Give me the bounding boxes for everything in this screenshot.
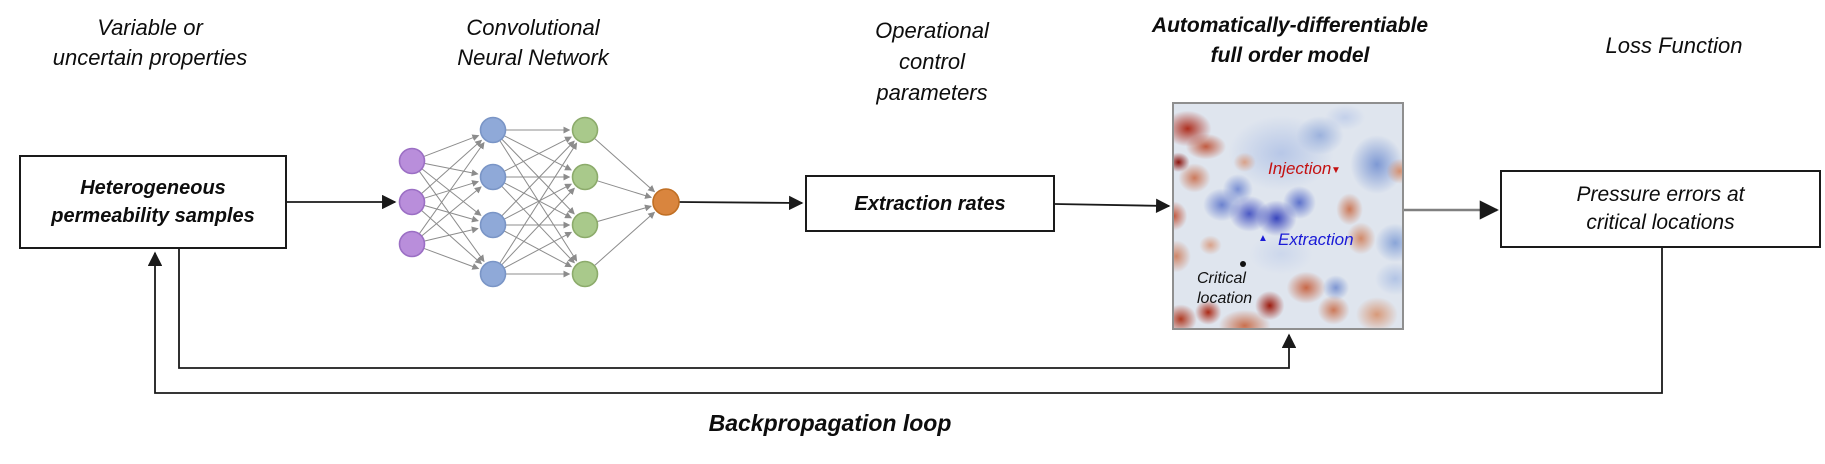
extraction-label: Extraction	[1278, 230, 1354, 249]
nn-edge	[418, 170, 485, 263]
pressure-errors-box: Pressure errors at critical locations	[1500, 170, 1821, 248]
extraction-well-icon: ▲	[1258, 233, 1268, 244]
nn-edge	[424, 162, 479, 177]
nn-node-hidden-layer-1	[479, 260, 507, 288]
injection-well-icon: ▼	[1331, 165, 1341, 176]
nn-edge	[503, 182, 573, 219]
inputs-title: Variable or uncertain properties	[52, 15, 248, 70]
nn-edge	[421, 186, 482, 237]
arrow-extraction-rates-to-fom	[1054, 198, 1171, 213]
extraction-rates-box: Extraction rates	[805, 175, 1055, 232]
nn-edge	[503, 183, 573, 220]
controls-title: Operational control parameters	[875, 18, 989, 105]
nn-node-output-layer	[652, 188, 680, 216]
nn-edge	[501, 187, 575, 266]
nn-edge	[421, 168, 482, 216]
nn-node-hidden-layer-2	[571, 211, 599, 239]
nn-edge	[423, 247, 480, 270]
nn-edge	[596, 180, 653, 199]
nn-edge	[501, 138, 575, 215]
nn-edge	[594, 137, 656, 193]
nn-edge	[503, 135, 572, 171]
nn-edge	[501, 185, 575, 264]
nn-edge	[423, 180, 480, 199]
nn-edge	[503, 230, 573, 268]
nn-edge	[499, 142, 578, 264]
nn-edge	[596, 204, 652, 223]
nn-node-hidden-layer-2	[571, 163, 599, 191]
critical-location-dot-icon	[1240, 261, 1246, 267]
cnn-title: Convolutional Neural Network	[457, 15, 609, 70]
nn-node-hidden-layer-2	[571, 260, 599, 288]
nn-node-input-layer	[398, 147, 426, 175]
critical-location-label: Critical location	[1197, 270, 1253, 307]
injection-label: Injection	[1268, 159, 1332, 178]
backpropagation-loop-label: Backpropagation loop	[708, 410, 952, 436]
nn-edge	[503, 231, 573, 269]
neural-network-graphic	[398, 116, 680, 288]
nn-node-input-layer	[398, 188, 426, 216]
nn-node-input-layer	[398, 230, 426, 258]
arrow-permeability-to-fom-loop	[178, 249, 1297, 369]
nn-edge	[418, 141, 485, 235]
pressure-field-heatmap: Injection ▼ Extraction ▲ Critical locati…	[1172, 102, 1404, 330]
nn-edge	[421, 209, 483, 265]
permeability-samples-box: Heterogeneous permeability samples	[19, 155, 287, 249]
nn-edge	[501, 140, 575, 217]
nn-node-hidden-layer-1	[479, 116, 507, 144]
nn-edge	[424, 226, 479, 242]
nn-node-hidden-layer-1	[479, 163, 507, 191]
nn-edge	[594, 211, 656, 267]
nn-edge	[423, 134, 480, 157]
nn-edge	[421, 139, 483, 195]
nn-node-hidden-layer-1	[479, 211, 507, 239]
nn-edge	[423, 204, 479, 223]
loss-title: Loss Function	[1605, 33, 1743, 58]
fom-title: Automatically-differentiable full order …	[1151, 14, 1429, 67]
nn-node-hidden-layer-2	[571, 116, 599, 144]
nn-edge	[503, 136, 572, 172]
